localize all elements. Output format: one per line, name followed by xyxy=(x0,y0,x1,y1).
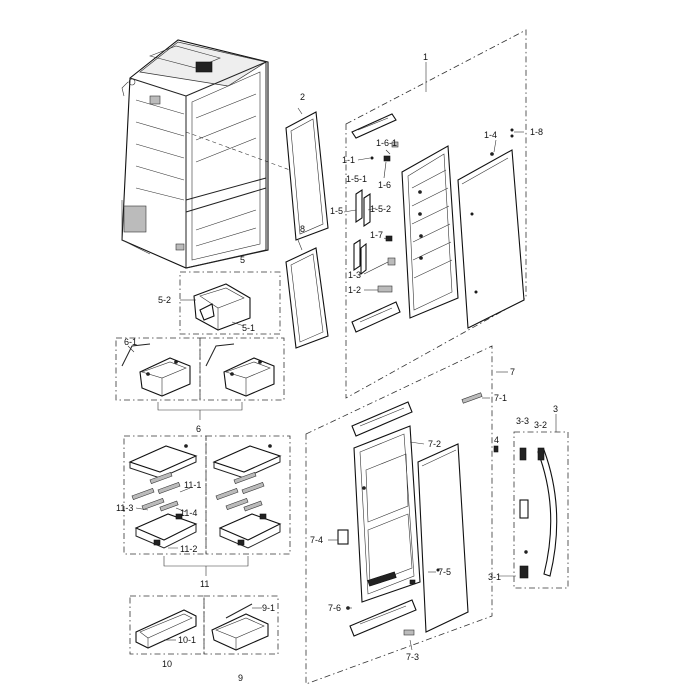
label-7-2: 7-2 xyxy=(428,439,441,449)
label-8: 8 xyxy=(300,224,305,234)
group-7-leader-lines xyxy=(328,397,490,651)
group-1-leader-lines xyxy=(343,131,524,291)
group-10-box xyxy=(129,595,205,655)
label-3-3: 3-3 xyxy=(516,416,529,426)
label-1-8: 1-8 xyxy=(530,127,543,137)
label-1-4: 1-4 xyxy=(484,130,497,140)
label-1-5-1: 1-5-1 xyxy=(346,174,367,184)
group-1-boundary xyxy=(345,29,527,399)
door-bin-6-right xyxy=(205,343,275,397)
label-1-5-2: 1-5-2 xyxy=(370,204,391,214)
label-2: 2 xyxy=(300,92,305,102)
label-6: 6 xyxy=(196,424,201,434)
lower-door-assembly xyxy=(337,392,483,637)
refrigerator-cabinet xyxy=(121,39,269,269)
label-5-1: 5-1 xyxy=(242,323,255,333)
label-11-4: 11-4 xyxy=(180,508,197,518)
door-handle-3 xyxy=(493,445,558,579)
label-9: 9 xyxy=(238,673,243,683)
part-labels: 1 1-8 1-4 1-6-1 1-1 1-6 1-5-1 1-5 1-5-2 … xyxy=(116,52,558,683)
label-9-1: 9-1 xyxy=(262,603,275,613)
label-11-2: 11-2 xyxy=(180,544,197,554)
group-9-box xyxy=(203,595,279,655)
group-6-box-right xyxy=(199,337,285,401)
label-11-1: 11-1 xyxy=(184,480,201,490)
label-3-2: 3-2 xyxy=(534,420,547,430)
door-bin-10 xyxy=(135,609,197,649)
label-1-2: 1-2 xyxy=(348,285,361,295)
label-7-3: 7-3 xyxy=(406,652,419,662)
label-7-4: 7-4 xyxy=(310,535,323,545)
door-bin-6-left xyxy=(121,343,191,397)
label-1: 1 xyxy=(423,52,428,62)
shelf-assembly-11-right xyxy=(212,444,282,549)
label-1-6: 1-6 xyxy=(378,180,391,190)
door-bin-9 xyxy=(211,603,269,651)
label-7-5: 7-5 xyxy=(438,567,451,577)
label-1-3: 1-3 xyxy=(348,270,361,280)
group-6-box-left xyxy=(115,337,201,401)
label-11-3: 11-3 xyxy=(116,503,133,513)
door-bin-5 xyxy=(180,283,251,331)
door-gasket-8 xyxy=(285,239,329,349)
group-7-boundary xyxy=(305,345,493,685)
label-1-5: 1-5 xyxy=(330,206,343,216)
label-6-1: 6-1 xyxy=(124,337,137,347)
label-1-6-1: 1-6-1 xyxy=(376,138,397,148)
label-5: 5 xyxy=(240,255,245,265)
group-11-box-right xyxy=(205,435,291,555)
door-gasket-2 xyxy=(185,107,329,241)
label-10-1: 10-1 xyxy=(178,635,196,645)
label-4: 4 xyxy=(494,435,499,445)
group-3-boundary xyxy=(513,431,569,589)
group-5-boundary xyxy=(179,271,281,335)
label-7-1: 7-1 xyxy=(494,393,507,403)
label-5-2: 5-2 xyxy=(158,295,171,305)
door-liner-assembly xyxy=(351,113,525,333)
label-7: 7 xyxy=(510,367,515,377)
shelf-assembly-11-left xyxy=(128,444,198,549)
label-1-7: 1-7 xyxy=(370,230,383,240)
label-3: 3 xyxy=(553,404,558,414)
label-7-6: 7-6 xyxy=(328,603,341,613)
label-1-1: 1-1 xyxy=(342,155,355,165)
label-3-1: 3-1 xyxy=(488,572,501,582)
label-10: 10 xyxy=(162,659,172,669)
group-11-box-left xyxy=(123,435,207,555)
label-11: 11 xyxy=(200,579,209,589)
